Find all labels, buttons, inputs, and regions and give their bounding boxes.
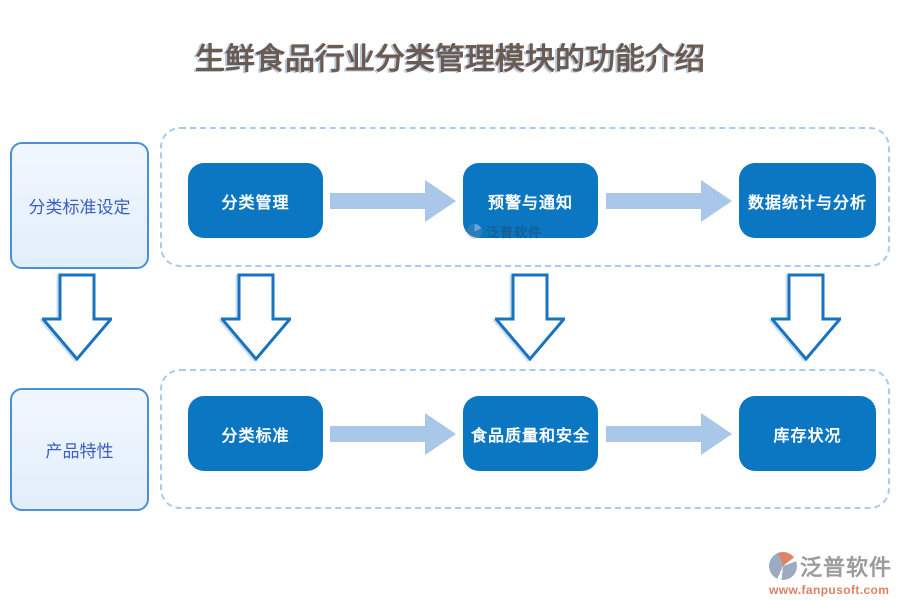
node-classification-standard: 分类标准	[188, 396, 323, 471]
fanpu-logo-icon	[769, 552, 797, 580]
down-arrow-icon	[495, 273, 565, 361]
page-title: 生鲜食品行业分类管理模块的功能介绍	[195, 42, 705, 77]
node-label: 库存状况	[773, 427, 842, 445]
node-warning-notification: 预警与通知	[463, 163, 598, 238]
node-category-management: 分类管理	[188, 163, 323, 238]
node-data-statistics-analysis: 数据统计与分析	[739, 163, 876, 238]
node-label: 预警与通知	[487, 194, 573, 212]
down-arrow-icon	[771, 273, 841, 361]
side-box-classification-standard-setting: 分类标准设定	[10, 142, 149, 269]
node-label: 食品质量和安全	[470, 427, 590, 445]
fanpu-logo: 泛普软件 www.fanpusoft.com	[769, 550, 895, 597]
node-label: 分类管理	[221, 194, 290, 212]
right-arrow-icon	[330, 413, 456, 455]
fanpu-logo-name: 泛普软件	[800, 555, 893, 580]
right-arrow-icon	[606, 180, 732, 222]
node-label: 数据统计与分析	[747, 194, 867, 212]
down-arrow-icon	[221, 273, 291, 361]
node-food-quality-safety: 食品质量和安全	[463, 396, 598, 471]
down-arrow-icon	[42, 273, 112, 361]
right-arrow-icon	[606, 413, 732, 455]
side-box-label: 产品特性	[45, 442, 114, 461]
side-box-product-characteristics: 产品特性	[10, 388, 149, 511]
fanpu-logo-url: www.fanpusoft.com	[769, 583, 890, 597]
right-arrow-icon	[330, 180, 456, 222]
side-box-label: 分类标准设定	[28, 198, 131, 217]
node-label: 分类标准	[221, 427, 290, 445]
node-inventory-status: 库存状况	[739, 396, 876, 471]
